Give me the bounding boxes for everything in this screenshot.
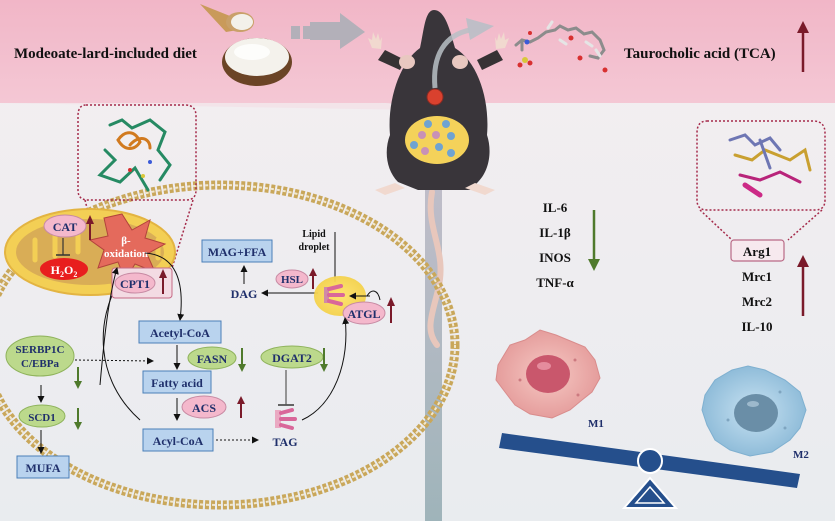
arg1-structure-callout: [696, 120, 826, 241]
mag-ffa-box: MAG+FFA: [201, 239, 273, 263]
hsl-node: HSL: [275, 268, 317, 289]
m1-macrophage: [495, 329, 601, 419]
scd1-label: SCD1: [28, 412, 56, 424]
cell-membrane: [0, 180, 460, 510]
cpt1-node: CPT1: [111, 267, 173, 299]
arg1-highlight-box: [730, 239, 785, 262]
pro-cytokine: IL-1β: [539, 225, 571, 240]
acetyl-coa-label: Acetyl-CoA: [150, 326, 210, 340]
acs-node: ACS: [181, 395, 245, 419]
beta-ox-line2: oxidation: [104, 248, 148, 260]
dgat2-down-arrow-icon: [320, 348, 328, 372]
h2o2-label: H2O2: [51, 263, 78, 279]
fasn-node: FASN: [187, 346, 246, 372]
acs-label: ACS: [192, 401, 216, 415]
beta-ox-line1: β-: [121, 235, 131, 247]
dag-label: DAG: [231, 287, 258, 301]
serbp1c-line1: SERBP1C: [16, 344, 65, 356]
atgl-label: ATGL: [347, 307, 380, 321]
diet-to-mouse-arrow: [291, 13, 365, 49]
cat-up-arrow-icon: [86, 215, 94, 240]
m2-label: M2: [793, 449, 809, 461]
anti-inflammatory-list: Arg1 Mrc1 Mrc2 IL-10: [741, 244, 772, 334]
tca-up-arrow-icon: [797, 21, 809, 72]
acyl-coa-label: Acyl-CoA: [153, 434, 204, 448]
mag-ffa-label: MAG+FFA: [208, 245, 267, 259]
hsl-label: HSL: [281, 274, 303, 286]
pro-inflammatory-down-arrow-icon: [588, 210, 600, 271]
cpt1-up-arrow-icon: [159, 269, 167, 294]
anti-cytokine: Arg1: [743, 244, 771, 259]
tag-to-droplet-arrow: [301, 317, 350, 421]
fatty-acid-label: Fatty acid: [151, 376, 203, 390]
fatty-acid-box: Fatty acid: [142, 370, 212, 394]
lard-bowl-icon: [200, 4, 292, 86]
cat-inhibits-h2o2: [56, 238, 70, 256]
anti-inflammatory-up-arrow-icon: [797, 255, 809, 316]
pro-cytokine: INOS: [539, 250, 571, 265]
h2o2-node: H2O2: [40, 258, 88, 280]
tca-label: Taurocholic acid (TCA): [624, 46, 776, 62]
anti-cytokine: Mrc1: [742, 269, 772, 284]
fasn-label: FASN: [197, 352, 228, 366]
pro-cytokine: TNF-α: [536, 275, 574, 290]
acs-up-arrow-icon: [237, 396, 245, 418]
cat-node: CAT: [43, 214, 87, 238]
mouse-illustration: [368, 10, 509, 348]
acyl-coa-box: Acyl-CoA: [142, 428, 214, 452]
anti-cytokine: IL-10: [741, 319, 772, 334]
pro-cytokine: IL-6: [543, 200, 568, 215]
lipid-droplet-line2: droplet: [299, 242, 331, 253]
cat-label: CAT: [53, 220, 77, 234]
diet-label: Modeoate-lard-included diet: [14, 46, 197, 62]
serbp1c-to-fattyacid-arrow: [74, 357, 154, 365]
fasn-down-arrow-icon: [238, 348, 246, 372]
m2-macrophage: [701, 365, 807, 457]
tag-icon: [275, 408, 297, 430]
serbp1c-down-arrow-icon: [74, 367, 82, 389]
tag-label: TAG: [272, 435, 297, 449]
anti-cytokine: Mrc2: [742, 294, 772, 309]
acetyl-coa-box: Acetyl-CoA: [138, 320, 222, 344]
dgat2-label: DGAT2: [272, 351, 312, 365]
betaox-to-acetylcoa-arrow: [144, 252, 185, 321]
serbp1c-node: SERBP1C C/EBPa: [5, 335, 82, 389]
acylcoa-to-betaox-arrow: [99, 267, 119, 386]
m1-m2-balance-seesaw: [499, 433, 800, 509]
hsl-up-arrow-icon: [309, 268, 317, 289]
mufa-box: MUFA: [16, 455, 70, 479]
pro-inflammatory-list: IL-6 IL-1β INOS TNF-α: [536, 200, 574, 290]
cpt1-label: CPT1: [120, 277, 150, 291]
mufa-label: MUFA: [25, 461, 60, 475]
dgat2-inhibits-tag: [278, 370, 294, 406]
atgl-node: ATGL: [342, 297, 395, 325]
atgl-up-arrow-icon: [387, 297, 395, 323]
serbp1c-line2: C/EBPa: [21, 358, 59, 370]
scd1-node: SCD1: [18, 404, 82, 430]
dgat2-node: DGAT2: [260, 345, 328, 372]
m1-label: M1: [588, 418, 604, 430]
lipid-droplet-line1: Lipid: [302, 229, 326, 240]
tca-molecule-icon: [514, 20, 608, 73]
scd1-down-arrow-icon: [74, 408, 82, 430]
